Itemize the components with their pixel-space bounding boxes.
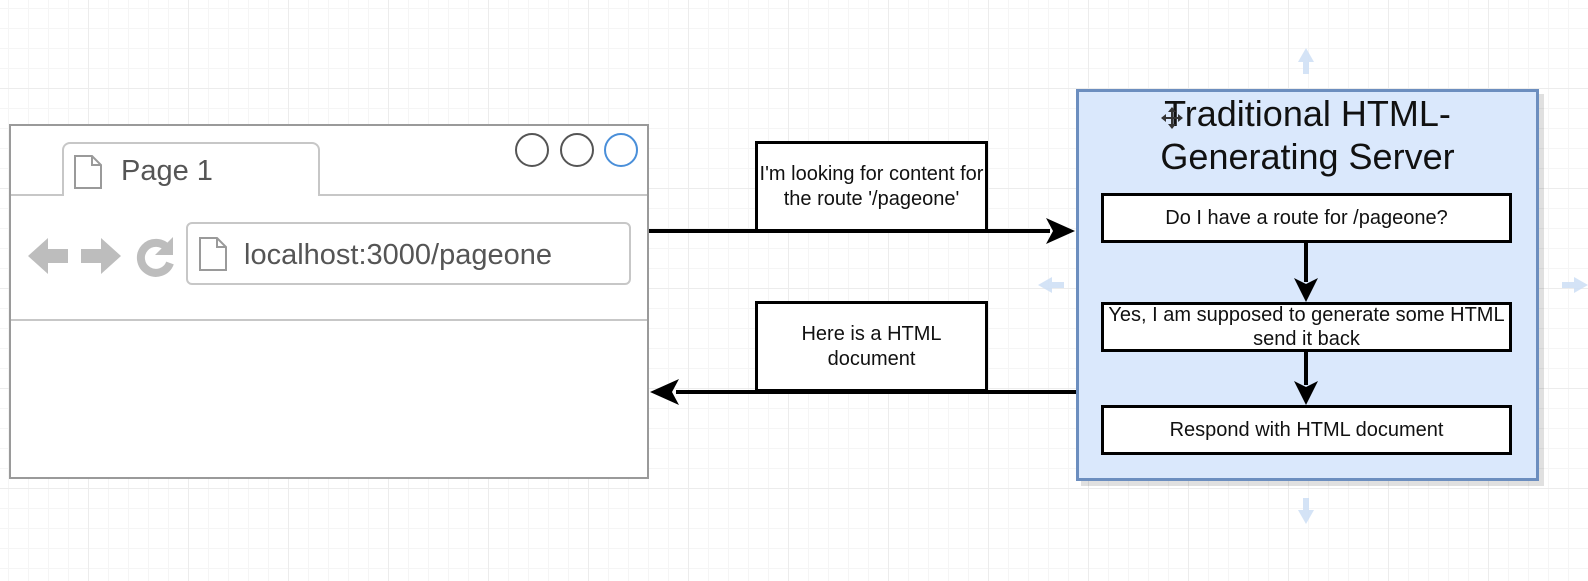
- request-label: I'm looking for content for the route '/…: [755, 141, 988, 232]
- tab-label: Page 1: [121, 155, 213, 187]
- url-text: localhost:3000/pageone: [244, 239, 552, 271]
- move-cursor-icon: [1161, 107, 1183, 134]
- response-label: Here is a HTML document: [755, 301, 988, 392]
- tab-strip-divider: [11, 194, 647, 196]
- forward-arrow-icon[interactable]: [80, 236, 122, 281]
- response-arrowhead: [650, 379, 679, 405]
- close-button[interactable]: [604, 133, 638, 167]
- server-title: Traditional HTML-Generating Server: [1160, 93, 1455, 177]
- request-arrowhead: [1046, 218, 1075, 244]
- reload-icon[interactable]: [135, 235, 177, 282]
- address-bar[interactable]: [186, 222, 631, 285]
- page-icon: [73, 154, 103, 195]
- browser-tab[interactable]: [62, 142, 320, 196]
- page-icon: [198, 236, 228, 277]
- minimize-button[interactable]: [515, 133, 549, 167]
- toolbar-divider: [11, 319, 647, 321]
- step-respond: Respond with HTML document: [1101, 405, 1512, 455]
- maximize-button[interactable]: [560, 133, 594, 167]
- selection-handles: [1038, 48, 1588, 524]
- back-arrow-icon[interactable]: [27, 236, 69, 281]
- step-route-check: Do I have a route for /pageone?: [1101, 193, 1512, 243]
- step-generate-html: Yes, I am supposed to generate some HTML…: [1101, 302, 1512, 352]
